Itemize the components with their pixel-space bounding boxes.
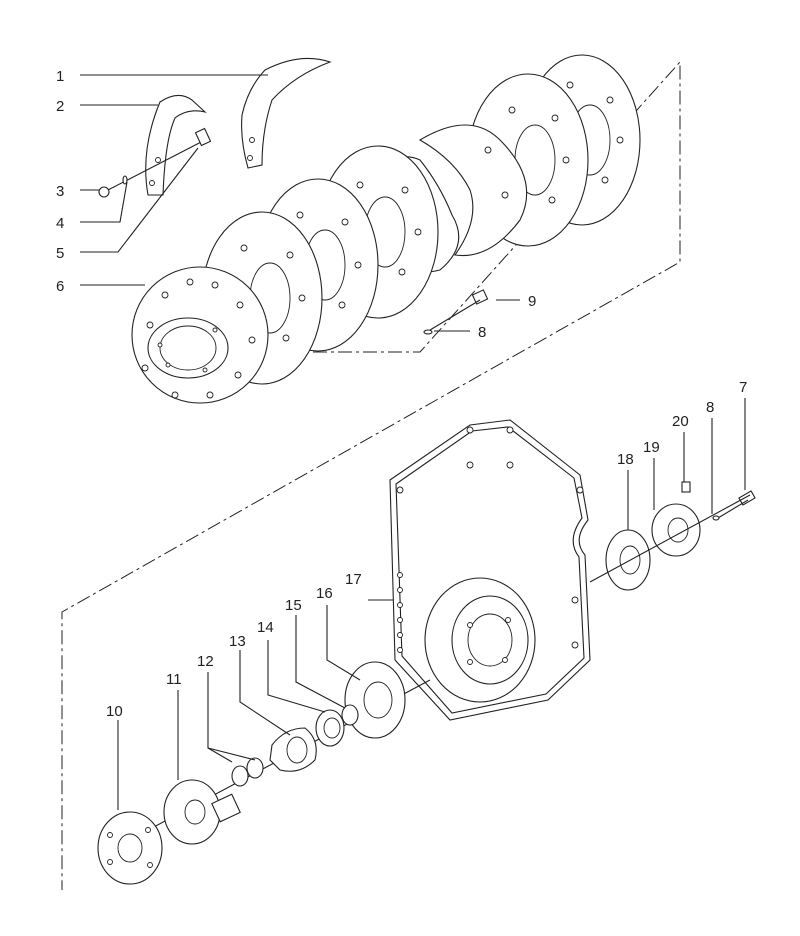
callout-label: 17 — [345, 571, 362, 588]
callout-label: 13 — [229, 633, 246, 650]
disc-stack — [131, 54, 641, 404]
tine-blade-left — [145, 94, 207, 196]
callout-label: 18 — [617, 451, 634, 468]
callout-label: 7 — [739, 379, 747, 396]
callout-label: 8 — [706, 399, 714, 416]
callout-label: 3 — [56, 183, 64, 200]
callout-label: 10 — [106, 703, 123, 720]
callout-label: 11 — [166, 671, 182, 688]
callout-label: 12 — [197, 653, 214, 670]
callout-label: 8 — [478, 324, 486, 341]
assembly-axis — [589, 494, 751, 583]
callout-label: 15 — [285, 597, 302, 614]
callout-label: 2 — [56, 98, 64, 115]
callout-label: 1 — [56, 68, 64, 85]
assembly-boundary-upper — [61, 60, 681, 890]
callout-label: 5 — [56, 245, 64, 262]
callout-label: 14 — [257, 619, 274, 636]
callout-label: 20 — [672, 413, 689, 430]
callout-label: 6 — [56, 278, 64, 295]
callout-label: 9 — [528, 293, 536, 310]
callout-labels: 1 2 3 4 5 6 9 8 7 8 20 19 18 17 16 15 14… — [56, 68, 747, 720]
tine-blade-right — [241, 57, 332, 169]
callout-label: 16 — [316, 585, 333, 602]
callout-label: 4 — [56, 215, 64, 232]
callout-label: 19 — [643, 439, 660, 456]
